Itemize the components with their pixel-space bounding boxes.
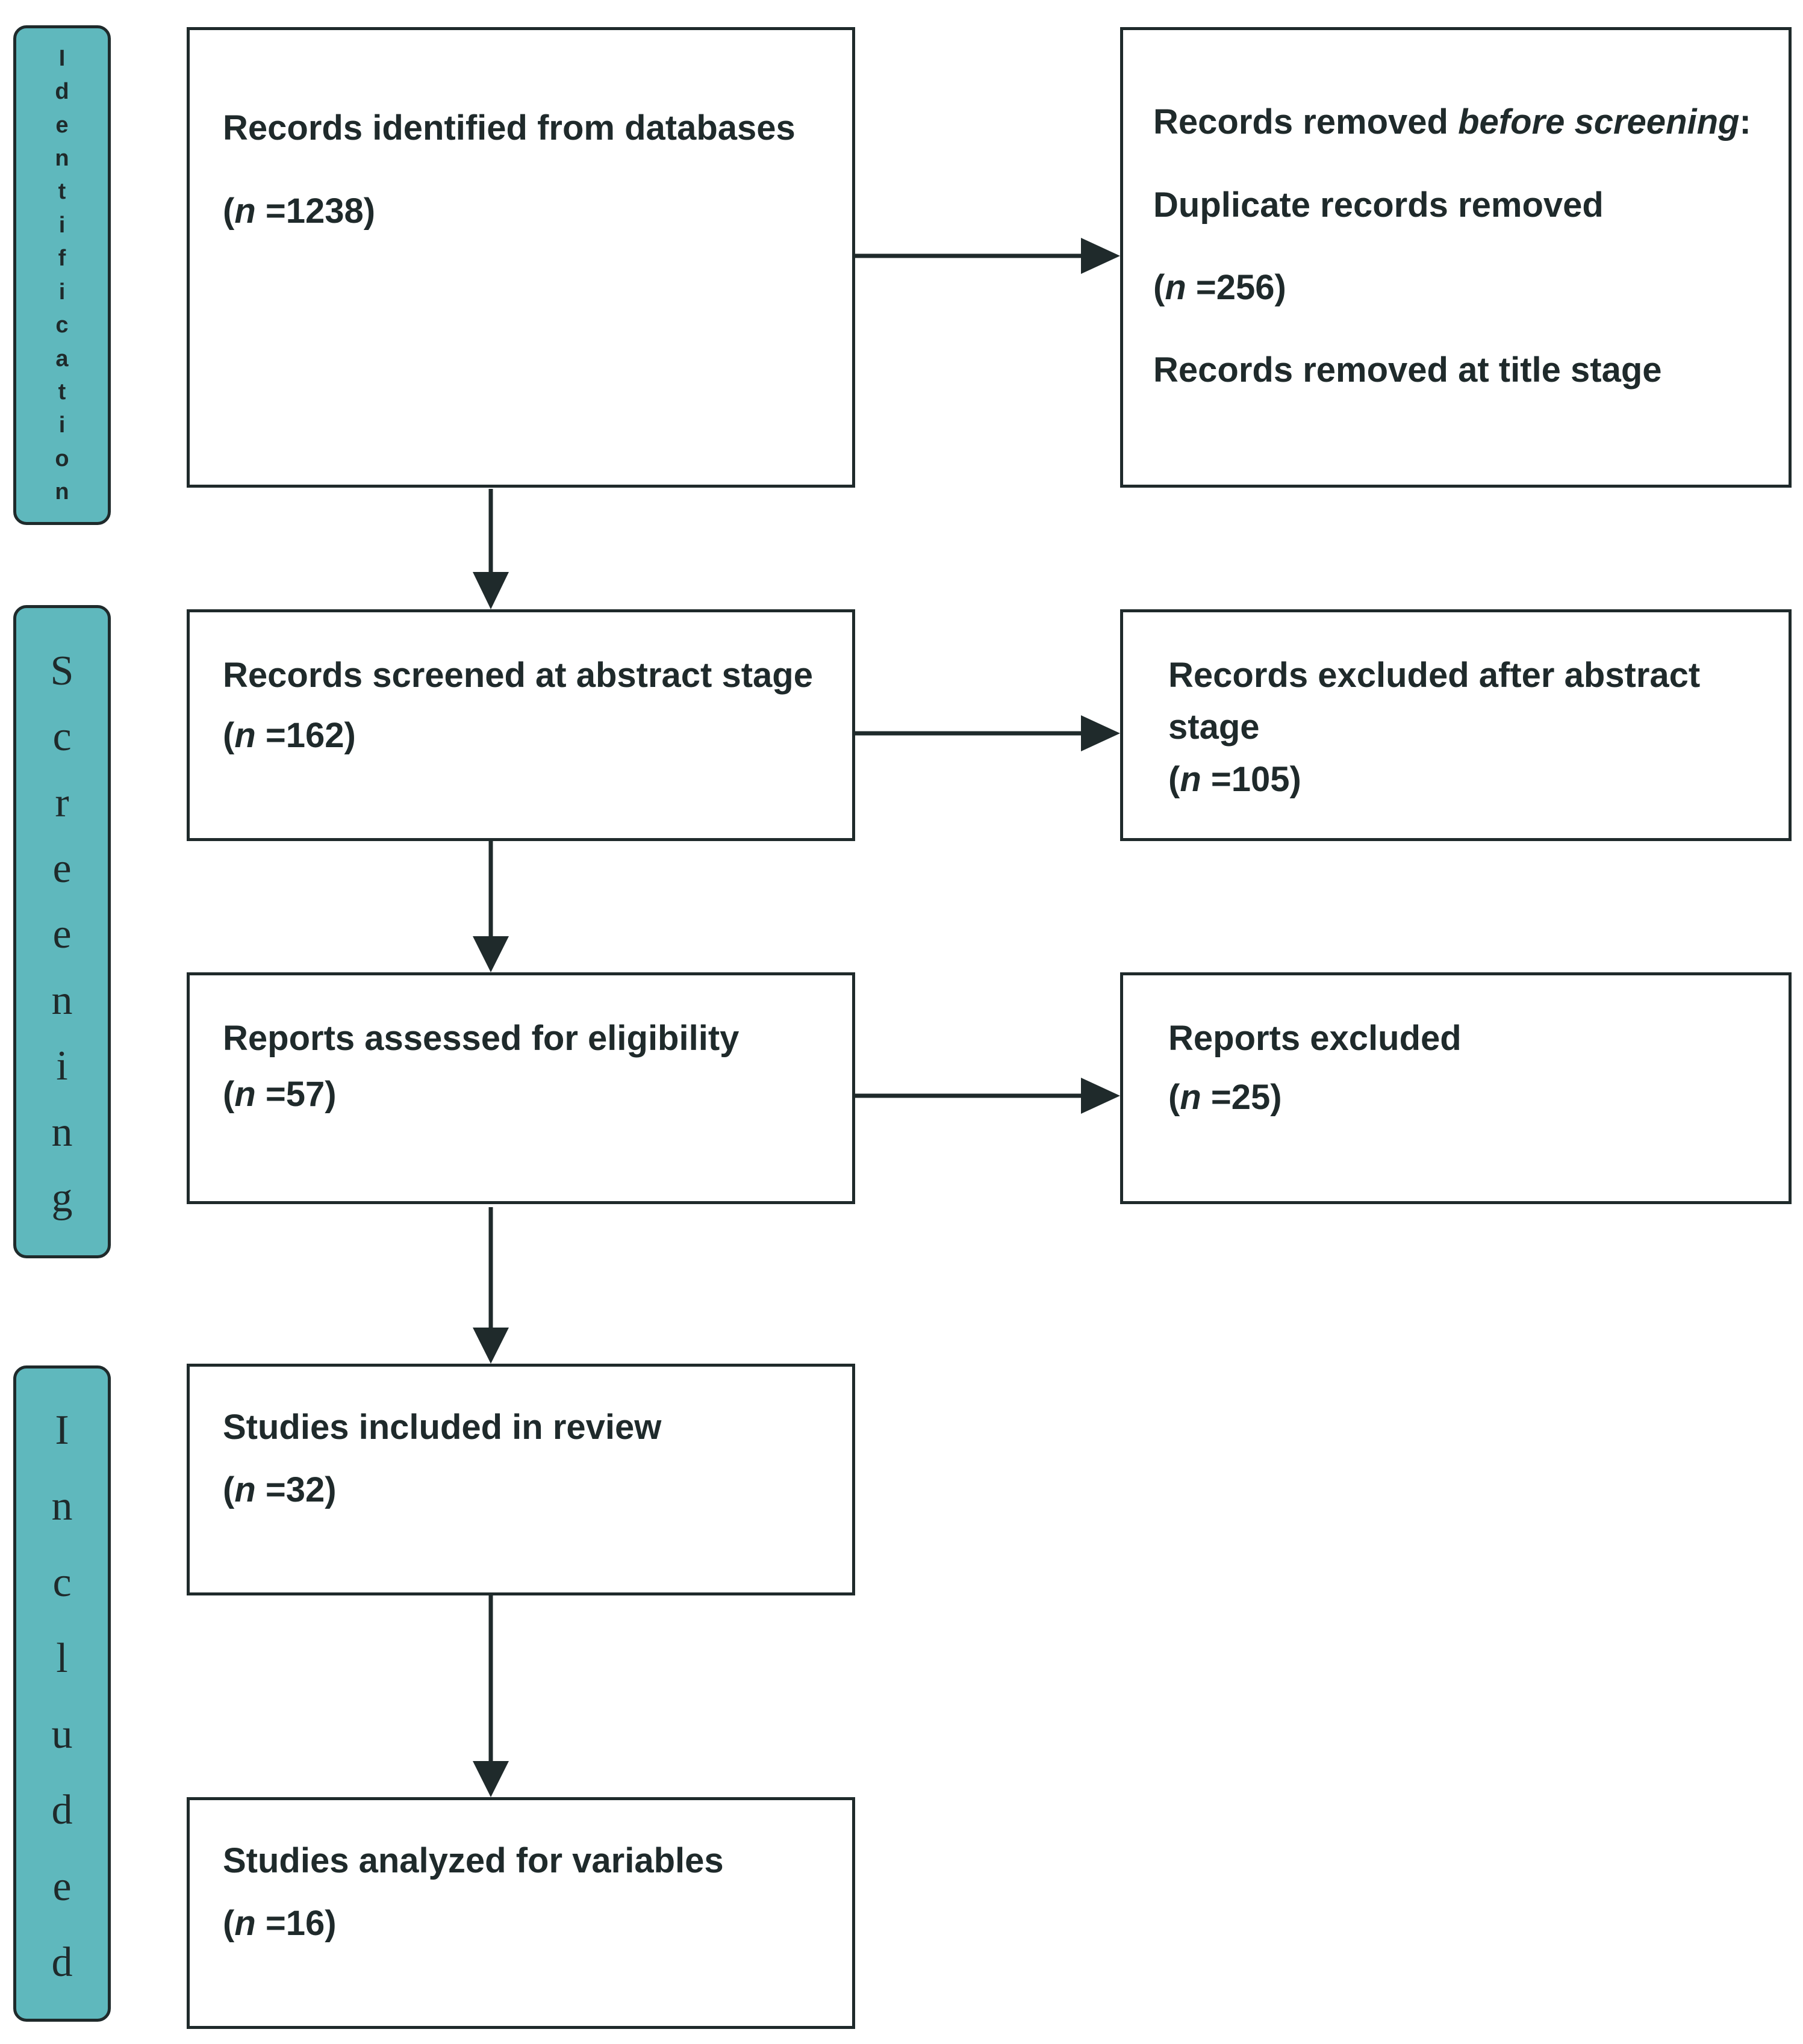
phase-letter: e <box>52 911 72 958</box>
arrowhead-down <box>473 572 509 609</box>
phase-letter: e <box>55 112 69 138</box>
phase-letter: I <box>58 45 66 71</box>
phase-letter: u <box>51 1711 73 1758</box>
phase-letter: i <box>58 279 66 305</box>
phase-letter: d <box>51 1787 73 1834</box>
records-identified-box: Records identified from databases (n =12… <box>187 27 855 488</box>
records-excluded-count: (n =105) <box>1168 760 1301 799</box>
phase-letter: a <box>55 346 69 371</box>
arrowhead-right <box>1081 238 1120 274</box>
reports-assessed-box: Reports assessed for eligibility (n =57) <box>187 972 855 1204</box>
phase-letter: r <box>55 779 69 826</box>
arrowhead-down <box>473 1761 509 1797</box>
phase-letter: d <box>55 79 69 105</box>
arrowhead-right <box>1081 1078 1120 1114</box>
phase-letter: d <box>51 1939 73 1986</box>
records-screened-box: Records screened at abstract stage (n =1… <box>187 609 855 841</box>
phase-letter: c <box>55 312 69 338</box>
title-stage-label: Records removed at title stage <box>1153 350 1662 390</box>
records-identified-title: Records identified from databases <box>223 108 796 148</box>
records-excluded-box: Records excluded after abstract stage (n… <box>1120 609 1792 841</box>
duplicate-records-label: Duplicate records removed <box>1153 185 1604 225</box>
phase-letter: S <box>50 647 74 694</box>
phase-letter: g <box>51 1175 73 1222</box>
phase-letter: I <box>55 1407 69 1454</box>
studies-included-count: (n =32) <box>223 1470 337 1509</box>
studies-included-box: Studies included in review (n =32) <box>187 1364 855 1595</box>
phase-letter: l <box>56 1635 68 1682</box>
records-removed-box: Records removed before screening: Duplic… <box>1120 27 1792 488</box>
phase-letter: t <box>58 379 66 405</box>
phase-letter: n <box>51 1108 73 1155</box>
records-identified-count: (n =1238) <box>223 191 376 231</box>
studies-included-title: Studies included in review <box>223 1408 662 1447</box>
phase-letter: n <box>55 479 69 505</box>
reports-assessed-count: (n =57) <box>223 1075 337 1114</box>
phase-letter: o <box>55 446 69 471</box>
arrowhead-down <box>473 1328 509 1364</box>
phase-letter: c <box>52 713 72 760</box>
phase-letter: n <box>55 145 69 171</box>
phase-letter: n <box>51 977 73 1024</box>
records-screened-count: (n =162) <box>223 716 356 755</box>
phase-letter: i <box>58 212 66 238</box>
records-removed-title: Records removed before screening: <box>1153 102 1751 141</box>
records-excluded-title-line1: Records excluded after abstract <box>1168 656 1701 695</box>
phase-letter: e <box>52 845 72 892</box>
duplicate-records-count: (n =256) <box>1153 268 1286 307</box>
arrowhead-right <box>1081 715 1120 751</box>
reports-excluded-count: (n =25) <box>1168 1078 1282 1117</box>
studies-analyzed-box: Studies analyzed for variables (n =16) <box>187 1797 855 2029</box>
records-excluded-title-line2: stage <box>1168 707 1260 747</box>
phase-letter: i <box>58 412 66 438</box>
studies-analyzed-count: (n =16) <box>223 1904 337 1943</box>
studies-analyzed-title: Studies analyzed for variables <box>223 1841 724 1880</box>
reports-excluded-title: Reports excluded <box>1168 1019 1462 1058</box>
reports-assessed-title: Reports assessed for eligibility <box>223 1019 740 1058</box>
phase-letter: c <box>52 1559 72 1606</box>
phase-letter: t <box>58 179 66 205</box>
phase-letter: f <box>58 246 66 272</box>
phase-letter: e <box>52 1863 72 1910</box>
records-screened-title: Records screened at abstract stage <box>223 656 813 695</box>
phase-letter: i <box>56 1043 68 1090</box>
arrowhead-down <box>473 936 509 972</box>
reports-excluded-box: Reports excluded (n =25) <box>1120 972 1792 1204</box>
phase-letter: n <box>51 1483 73 1530</box>
